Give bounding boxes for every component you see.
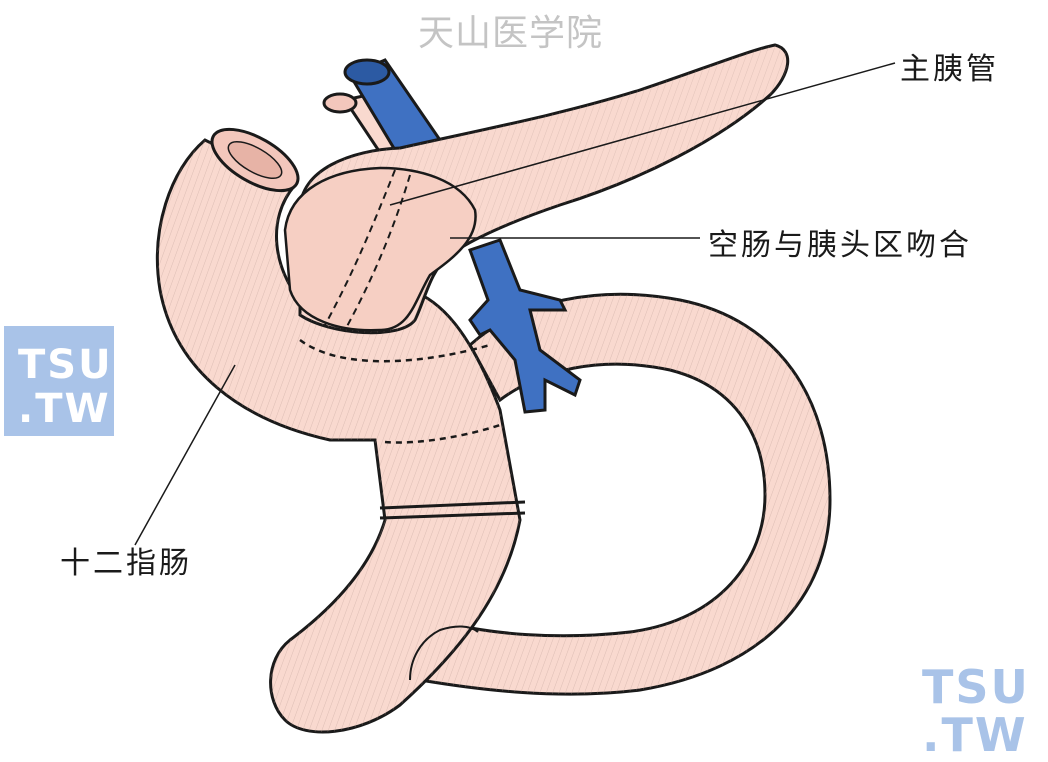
label-anastomosis: 空肠与胰头区吻合 [708,228,972,263]
duodenum-tube [156,127,526,734]
pancreas [283,43,790,335]
label-main-pancreatic-duct: 主胰管 [900,52,999,87]
watermark-badge-left: TSU .TW [4,326,114,436]
badge-left-line1: TSU [18,342,113,388]
mesenteric-vein [468,238,582,414]
label-duodenum: 十二指肠 [60,546,192,581]
leader-duodenum [134,364,236,546]
badge-right-line1: TSU [922,660,1030,714]
watermark-top-text: 天山医学院 [418,13,604,54]
portal-vein-upper [322,58,443,162]
jejunal-loop [418,292,832,696]
watermark-badge-right: TSU .TW [918,660,1038,762]
badge-right-line2: .TW [922,708,1028,762]
leader-main-duct [389,62,896,206]
badge-left-line2: .TW [18,386,111,432]
